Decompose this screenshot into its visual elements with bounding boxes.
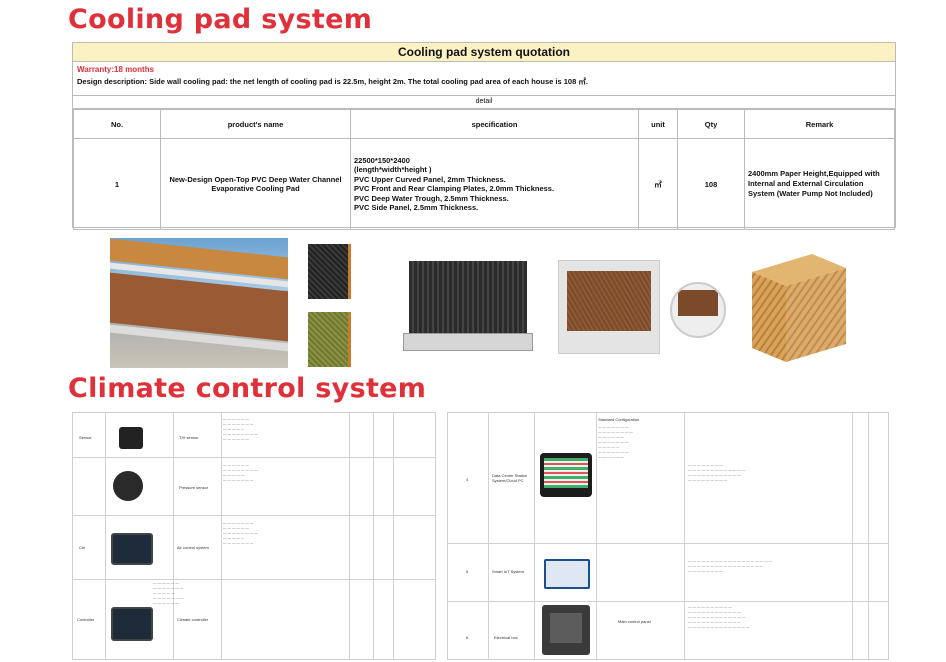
brown-pad-surface xyxy=(567,271,651,331)
item-no: 4 xyxy=(466,477,469,482)
brown-pad-installed xyxy=(558,260,660,354)
monitor-screen xyxy=(544,458,588,488)
quotation-grid: No. product's name specification unit Qt… xyxy=(73,109,895,230)
quotation-table: Cooling pad system quotation Warranty:18… xyxy=(72,42,896,230)
warranty-text: Warranty:18 months xyxy=(77,65,155,74)
spec-text: — — — — — — — —— — — — — — — — — — — — —… xyxy=(688,463,746,482)
climate-table-left: Sensor T/H sensor Pressure sensor Ctrl A… xyxy=(72,412,436,660)
quotation-title: Cooling pad system quotation xyxy=(73,43,895,62)
black-pad-with-trough xyxy=(403,255,533,355)
design-description: Design description: Side wall cooling pa… xyxy=(77,77,588,86)
spec-text: — — — — — — —— — — — — — — —— — — — — ——… xyxy=(598,425,633,459)
poultry-house-cooling-pad-photo xyxy=(110,238,288,368)
col-qty: Qty xyxy=(677,109,745,139)
row-qty: 108 xyxy=(677,138,745,230)
electrical-box-panel xyxy=(550,613,582,643)
spec-text: — — — — — —— — — — — — — —— — — — —— — —… xyxy=(223,463,258,482)
col-no: No. xyxy=(73,109,161,139)
spec-text: — — — — — — — — — —— — — — — — — — — — —… xyxy=(688,605,750,629)
item-name: Climate controller xyxy=(177,617,209,622)
row-name: New-Design Open-Top PVC Deep Water Chann… xyxy=(160,138,351,230)
item-note: Standard Configuration xyxy=(598,417,640,422)
iot-device xyxy=(544,559,590,589)
green-pad-sample xyxy=(308,312,351,367)
item-no: 5 xyxy=(466,569,469,574)
group-label: Ctrl xyxy=(79,545,86,550)
item-name: Data Center Station System/Cloud PC xyxy=(492,473,528,483)
spec-text: — — — — — —— — — — — — —— — — — —— — — —… xyxy=(223,417,258,441)
spec-line: PVC Side Panel, 2.5mm Thickness. xyxy=(354,203,479,212)
header-row: No. product's name specification unit Qt… xyxy=(73,109,895,139)
item-name: Smart IoT System xyxy=(492,569,524,574)
spec-line: 22500*150*2400 xyxy=(354,155,410,165)
water-trough xyxy=(403,333,533,351)
electrical-box-device xyxy=(542,605,590,655)
item-name: Electrical box xyxy=(494,635,518,640)
row-spec: 22500*150*2400 (length*width*height ) PV… xyxy=(350,138,639,230)
item-name: Pressure sensor xyxy=(179,485,209,490)
col-name: product's name xyxy=(160,109,351,139)
row-no: 1 xyxy=(73,138,161,230)
pressure-sensor-device xyxy=(113,471,143,501)
item-name: Air control system xyxy=(177,545,209,550)
col-unit: unit xyxy=(638,109,678,139)
spec-line: PVC Deep Water Trough, 2.5mm Thickness. xyxy=(354,193,509,203)
black-pad-sample xyxy=(308,244,351,299)
row-unit: ㎡ xyxy=(638,138,678,230)
detail-label: detail xyxy=(73,95,895,109)
item-name: T/H sensor xyxy=(179,435,199,440)
climate-table-right: 4 Data Center Station System/Cloud PC St… xyxy=(447,412,889,660)
table-row: 1 New-Design Open-Top PVC Deep Water Cha… xyxy=(73,138,895,230)
climate-control-heading: Climate control system xyxy=(68,373,427,404)
col-spec: specification xyxy=(350,109,639,139)
item-note: Main control panel xyxy=(618,619,651,624)
spec-text: — — — — — — — — — — — — — — — — — — —— —… xyxy=(688,559,773,573)
row-remark: 2400mm Paper Height,Equipped with Intern… xyxy=(744,138,895,230)
th-sensor-device xyxy=(119,427,143,449)
item-no: 6 xyxy=(466,635,469,640)
honeycomb-pad-block xyxy=(748,250,848,365)
col-remark: Remark xyxy=(744,109,895,139)
group-label: Sensor xyxy=(79,435,92,440)
closeup-pad-surface xyxy=(678,290,718,316)
black-pad-surface xyxy=(409,261,527,335)
spec-line: PVC Front and Rear Clamping Plates, 2.0m… xyxy=(354,184,555,193)
cooling-pad-heading: Cooling pad system xyxy=(68,4,373,35)
spec-text: — — — — — —— — — — — — —— — — — —— — — —… xyxy=(153,581,184,605)
spec-text: — — — — — — —— — — — — —— — — — — — — ——… xyxy=(223,521,258,545)
data-center-monitor xyxy=(540,453,592,497)
climate-controller-device xyxy=(111,607,153,641)
spec-line: (length*width*height ) xyxy=(354,165,432,174)
air-controller-device xyxy=(111,533,153,565)
group-label: Controller xyxy=(77,617,95,622)
spec-line: PVC Upper Curved Panel, 2mm Thickness. xyxy=(354,174,506,184)
pad-closeup-circle xyxy=(670,282,726,338)
